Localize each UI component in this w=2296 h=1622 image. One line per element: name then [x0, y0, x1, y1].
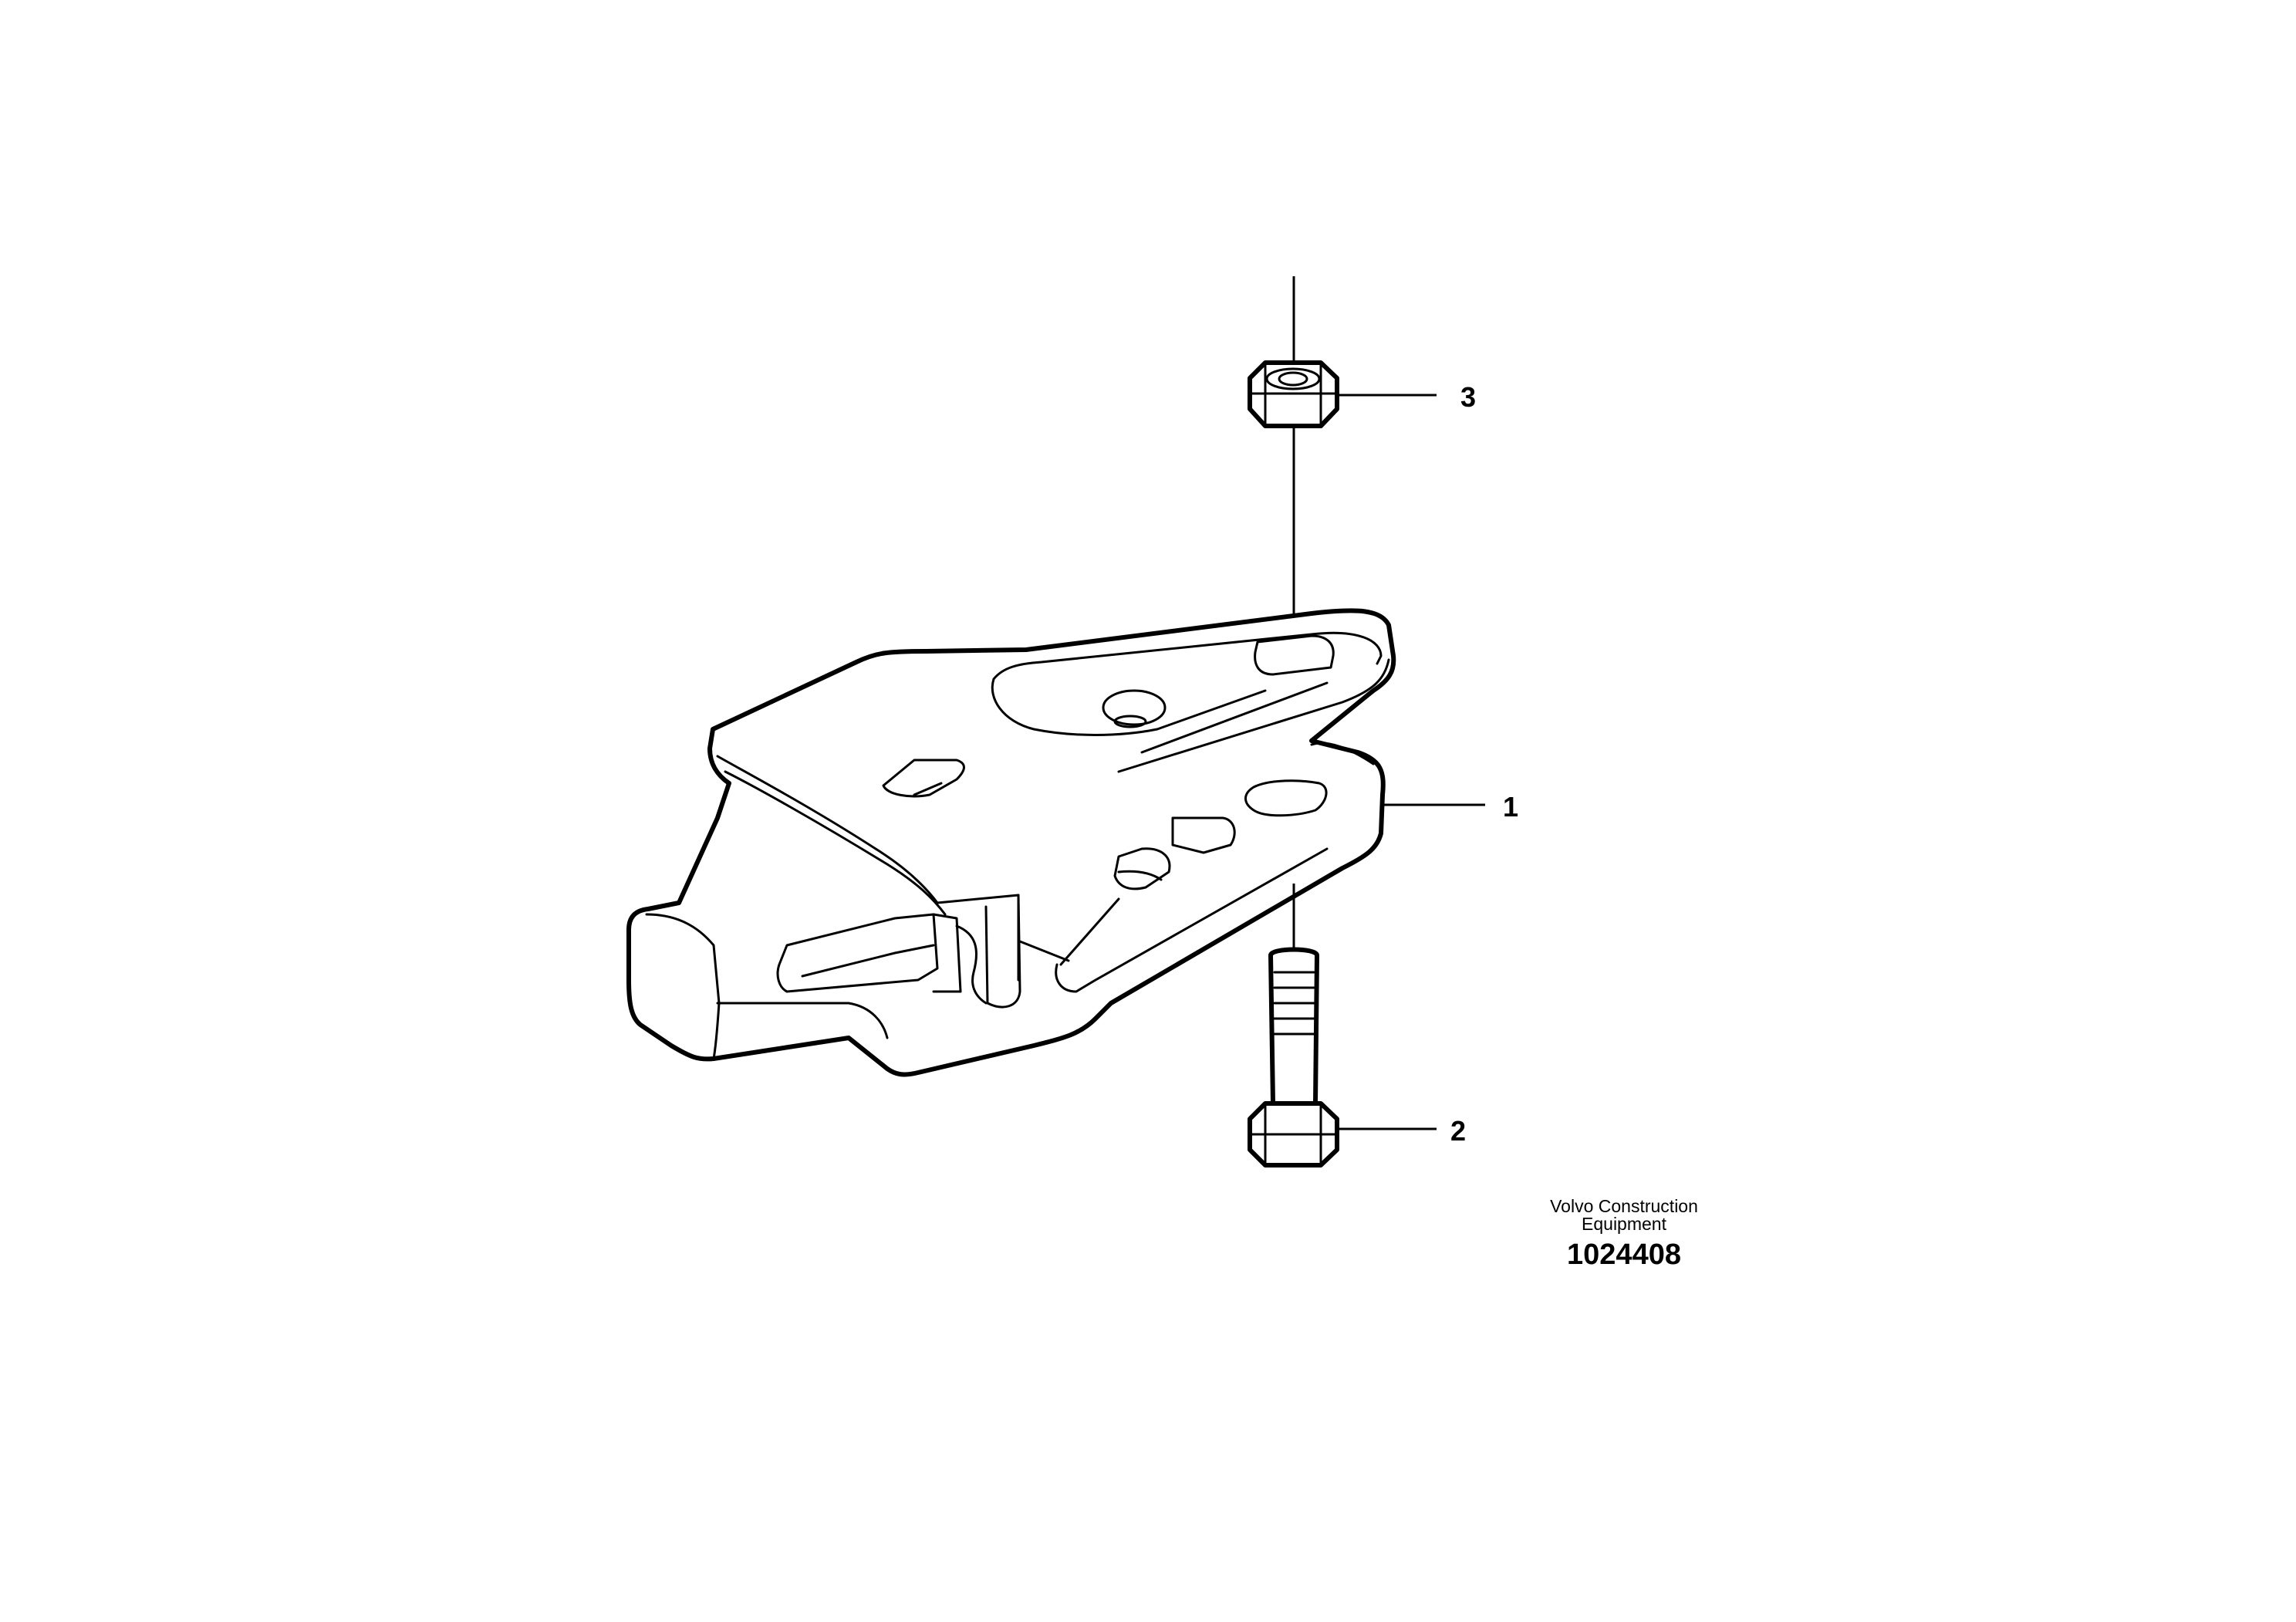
- drawing-number: 1024408: [1567, 1238, 1681, 1271]
- callout-2: 2: [1450, 1115, 1466, 1147]
- bucket-tooth-adapter: [626, 608, 1396, 1077]
- hex-bolt: [1248, 947, 1339, 1168]
- manufacturer-line-1: Volvo Construction: [1550, 1196, 1698, 1216]
- callout-1: 1: [1503, 791, 1518, 823]
- callout-3: 3: [1460, 381, 1476, 413]
- manufacturer-line-2: Equipment: [1582, 1214, 1666, 1234]
- hex-nut: [1248, 360, 1339, 428]
- drawing-caption: Volvo Construction Equipment 1024408: [1528, 1198, 1720, 1272]
